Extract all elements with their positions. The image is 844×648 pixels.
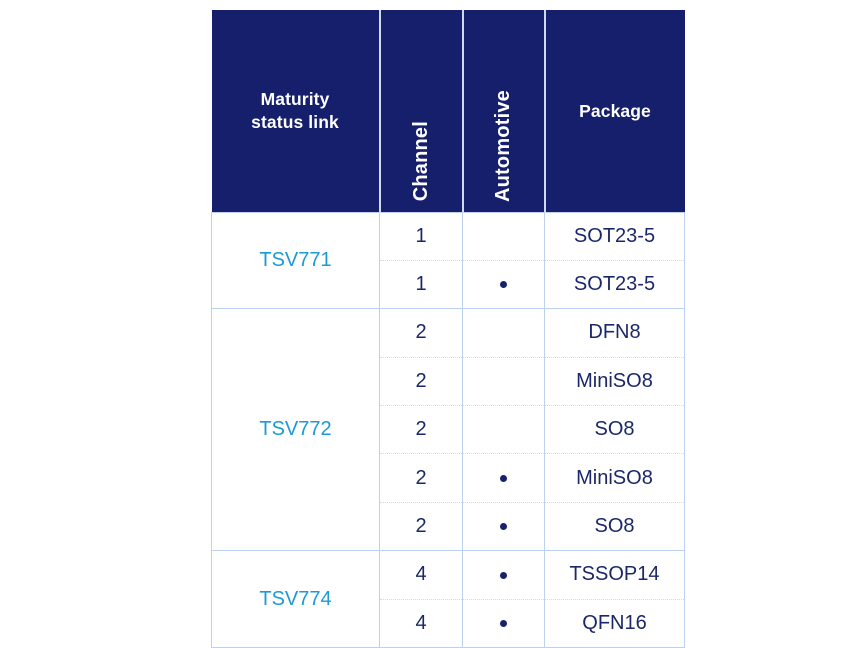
cell-channel: 2 [379, 308, 463, 358]
column-header-package: Package [543, 10, 685, 212]
table-row: 2 MiniSO8 [212, 356, 685, 407]
cell-package: SO8 [544, 501, 685, 552]
table-row: 2 MiniSO8 [212, 453, 685, 503]
cell-channel: 2 [379, 501, 463, 552]
cell-package: DFN8 [544, 308, 685, 358]
column-header-channel-label: Channel [409, 121, 432, 202]
cell-automotive [462, 550, 545, 600]
column-header-channel: Channel [378, 10, 463, 212]
automotive-bullet-icon [500, 281, 507, 289]
cell-package: QFN16 [544, 598, 685, 648]
channel-header-rotation-wrapper: Channel [381, 10, 462, 212]
table-row: 1 SOT23-5 [212, 259, 685, 310]
column-header-maturity-line2: status link [251, 111, 339, 132]
automotive-header-rotation-wrapper: Automotive [464, 10, 544, 212]
cell-channel: 2 [379, 356, 463, 407]
part-number-link-tsv774[interactable]: TSV774 [211, 550, 380, 648]
cell-automotive [462, 259, 545, 310]
automotive-bullet-icon [500, 620, 507, 628]
automotive-bullet-icon [500, 571, 507, 579]
cell-package: MiniSO8 [544, 453, 685, 503]
cell-automotive [462, 405, 545, 455]
cell-channel: 1 [379, 259, 463, 310]
cell-channel: 1 [379, 211, 463, 261]
cell-channel: 4 [379, 598, 463, 648]
automotive-bullet-icon [500, 474, 507, 482]
cell-package: MiniSO8 [544, 356, 685, 407]
cell-package: SOT23-5 [544, 259, 685, 310]
column-header-automotive-label: Automotive [492, 89, 514, 202]
column-header-maturity-line1: Maturity [260, 89, 330, 110]
column-header-automotive: Automotive [461, 10, 545, 212]
table-row: 2 SO8 [212, 405, 685, 455]
table-row: 4 QFN16 [212, 598, 685, 648]
table-header-row: Maturity status link Channel Automotive … [211, 10, 685, 212]
cell-automotive [462, 211, 545, 261]
cell-channel: 4 [379, 550, 463, 600]
cell-channel: 2 [379, 405, 463, 455]
cell-automotive [462, 356, 545, 407]
cell-package: SO8 [544, 405, 685, 455]
cell-package: SOT23-5 [544, 211, 685, 261]
cell-automotive [462, 453, 545, 503]
column-header-maturity-status-link: Maturity status link [211, 10, 380, 212]
table-header: Maturity status link Channel Automotive … [211, 10, 685, 212]
cell-channel: 2 [379, 453, 463, 503]
cell-automotive [462, 598, 545, 648]
automotive-bullet-icon [500, 523, 507, 531]
part-number-link-tsv772[interactable]: TSV772 [211, 308, 380, 552]
cell-automotive [462, 501, 545, 552]
cell-automotive [462, 308, 545, 358]
part-number-link-tsv771[interactable]: TSV771 [211, 211, 380, 310]
product-comparison-table: Maturity status link Channel Automotive … [211, 10, 685, 648]
cell-package: TSSOP14 [544, 550, 685, 600]
table-row: 2 SO8 [212, 501, 685, 552]
